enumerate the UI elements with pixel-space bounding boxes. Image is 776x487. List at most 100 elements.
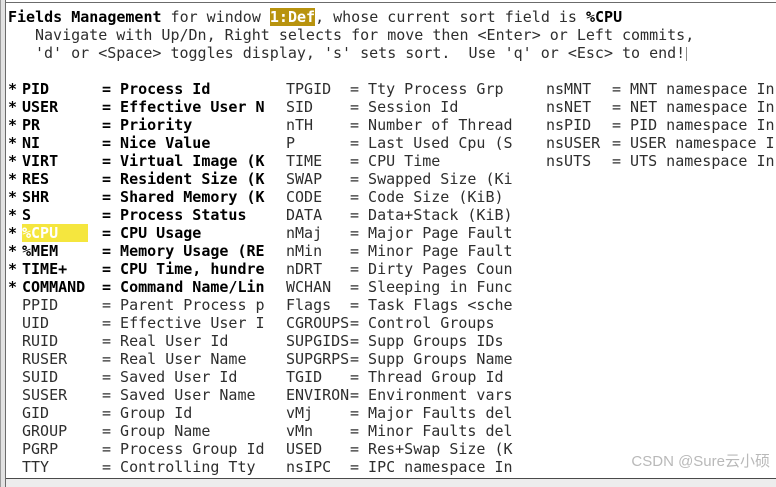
field-entry-RUSER[interactable]: RUSER bbox=[22, 350, 68, 368]
field-description: = CPU Time, hundre bbox=[102, 260, 265, 278]
field-description: = Virtual Image (K bbox=[102, 152, 265, 170]
field-entry-%CPU[interactable]: %CPU bbox=[22, 224, 88, 242]
field-entry-nTH[interactable]: nTH bbox=[286, 116, 314, 134]
current-sort-field: %CPU bbox=[586, 8, 623, 26]
field-entry-PGRP[interactable]: PGRP bbox=[22, 440, 59, 458]
field-displayed-star: * bbox=[8, 80, 18, 98]
window-top-border bbox=[0, 2, 776, 3]
field-entry-SID[interactable]: SID bbox=[286, 98, 314, 116]
field-description: = Task Flags <sche bbox=[350, 296, 513, 314]
header-line-3-text: 'd' or <Space> toggles display, 's' sets… bbox=[35, 44, 686, 62]
window-bottom-border bbox=[0, 478, 776, 479]
field-entry-nMin[interactable]: nMin bbox=[286, 242, 323, 260]
field-entry-SWAP[interactable]: SWAP bbox=[286, 170, 323, 188]
field-entry-SUPGRPS[interactable]: SUPGRPS bbox=[286, 350, 350, 368]
field-row: SUID = Saved User Id TGID = Thread Group Id bbox=[6, 368, 776, 386]
field-description: = Saved User Id bbox=[102, 368, 238, 386]
field-entry-RUID[interactable]: RUID bbox=[22, 332, 59, 350]
field-description: = Controlling Tty bbox=[102, 458, 256, 476]
field-entry-TTY[interactable]: TTY bbox=[22, 458, 50, 476]
field-row: UID = Effective User I CGROUPS= Control Gr… bbox=[6, 314, 776, 332]
field-entry-PR[interactable]: PR bbox=[22, 116, 41, 134]
field-description: = Data+Stack (KiB) bbox=[350, 206, 513, 224]
field-entry-nMaj[interactable]: nMaj bbox=[286, 224, 323, 242]
field-displayed-star: * bbox=[8, 260, 18, 278]
field-entry-SHR[interactable]: SHR bbox=[22, 188, 50, 206]
field-description: = Swapped Size (Ki bbox=[350, 170, 513, 188]
field-entry-USED[interactable]: USED bbox=[286, 440, 323, 458]
field-description: = USER namespace I bbox=[612, 134, 775, 152]
field-description: = Tty Process Grp bbox=[350, 80, 504, 98]
field-description: = Group Name bbox=[102, 422, 211, 440]
field-entry-nDRT[interactable]: nDRT bbox=[286, 260, 323, 278]
field-description: = Minor Page Fault bbox=[350, 242, 513, 260]
field-description: = Nice Value bbox=[102, 134, 211, 152]
field-entry-nsNET[interactable]: nsNET bbox=[546, 98, 592, 116]
field-entry-%MEM[interactable]: %MEM bbox=[22, 242, 59, 260]
field-entry-GID[interactable]: GID bbox=[22, 404, 50, 422]
field-entry-DATA[interactable]: DATA bbox=[286, 206, 323, 224]
field-description: = Command Name/Lin bbox=[102, 278, 265, 296]
field-entry-SUSER[interactable]: SUSER bbox=[22, 386, 68, 404]
field-description: = Major Faults del bbox=[350, 404, 513, 422]
field-entry-ENVIRON[interactable]: ENVIRON bbox=[286, 386, 350, 404]
field-description: = Effective User N bbox=[102, 98, 265, 116]
field-displayed-star: * bbox=[8, 224, 18, 242]
field-entry-WCHAN[interactable]: WCHAN bbox=[286, 278, 332, 296]
field-description: = Effective User I bbox=[102, 314, 265, 332]
field-description: = Control Groups bbox=[350, 314, 495, 332]
field-description: = UTS namespace In bbox=[612, 152, 775, 170]
terminal-scrollbar[interactable] bbox=[0, 0, 6, 487]
field-displayed-star: * bbox=[8, 188, 18, 206]
field-entry-TGID[interactable]: TGID bbox=[286, 368, 323, 386]
field-entry-S[interactable]: S bbox=[22, 206, 32, 224]
field-entry-VIRT[interactable]: VIRT bbox=[22, 152, 59, 170]
field-row: GROUP = Group Name vMn = Minor Faults del bbox=[6, 422, 776, 440]
field-entry-vMj[interactable]: vMj bbox=[286, 404, 314, 422]
field-entry-USER[interactable]: USER bbox=[22, 98, 59, 116]
field-entry-P[interactable]: P bbox=[286, 134, 296, 152]
field-entry-NI[interactable]: NI bbox=[22, 134, 41, 152]
field-entry-GROUP[interactable]: GROUP bbox=[22, 422, 68, 440]
field-entry-COMMAND[interactable]: COMMAND bbox=[22, 278, 86, 296]
field-entry-nsMNT[interactable]: nsMNT bbox=[546, 80, 592, 98]
field-entry-Flags[interactable]: Flags bbox=[286, 296, 332, 314]
field-entry-nsUSER[interactable]: nsUSER bbox=[546, 134, 601, 152]
field-description: = Thread Group Id bbox=[350, 368, 504, 386]
field-entry-RES[interactable]: RES bbox=[22, 170, 50, 188]
field-description: = Res+Swap Size (K bbox=[350, 440, 513, 458]
field-entry-PPID[interactable]: PPID bbox=[22, 296, 59, 314]
field-entry-UID[interactable]: UID bbox=[22, 314, 50, 332]
field-entry-SUPGIDS[interactable]: SUPGIDS bbox=[286, 332, 350, 350]
field-entry-PID[interactable]: PID bbox=[22, 80, 50, 98]
field-entry-TIME+[interactable]: TIME+ bbox=[22, 260, 68, 278]
field-entry-TIME[interactable]: TIME bbox=[286, 152, 323, 170]
field-entry-SUID[interactable]: SUID bbox=[22, 368, 59, 386]
fields-management-screen: Fields Management for window 1:Def, whos… bbox=[6, 3, 776, 478]
field-entry-CODE[interactable]: CODE bbox=[286, 188, 323, 206]
field-entry-vMn[interactable]: vMn bbox=[286, 422, 314, 440]
field-displayed-star: * bbox=[8, 152, 18, 170]
field-entry-nsPID[interactable]: nsPID bbox=[546, 116, 592, 134]
field-entry-CGROUPS[interactable]: CGROUPS bbox=[286, 314, 350, 332]
field-displayed-star: * bbox=[8, 98, 18, 116]
field-description: = Supp Groups IDs bbox=[350, 332, 504, 350]
field-description: = Minor Faults del bbox=[350, 422, 513, 440]
field-entry-nsUTS[interactable]: nsUTS bbox=[546, 152, 592, 170]
field-entry-TPGID[interactable]: TPGID bbox=[286, 80, 332, 98]
field-entry-nsIPC[interactable]: nsIPC bbox=[286, 458, 332, 476]
